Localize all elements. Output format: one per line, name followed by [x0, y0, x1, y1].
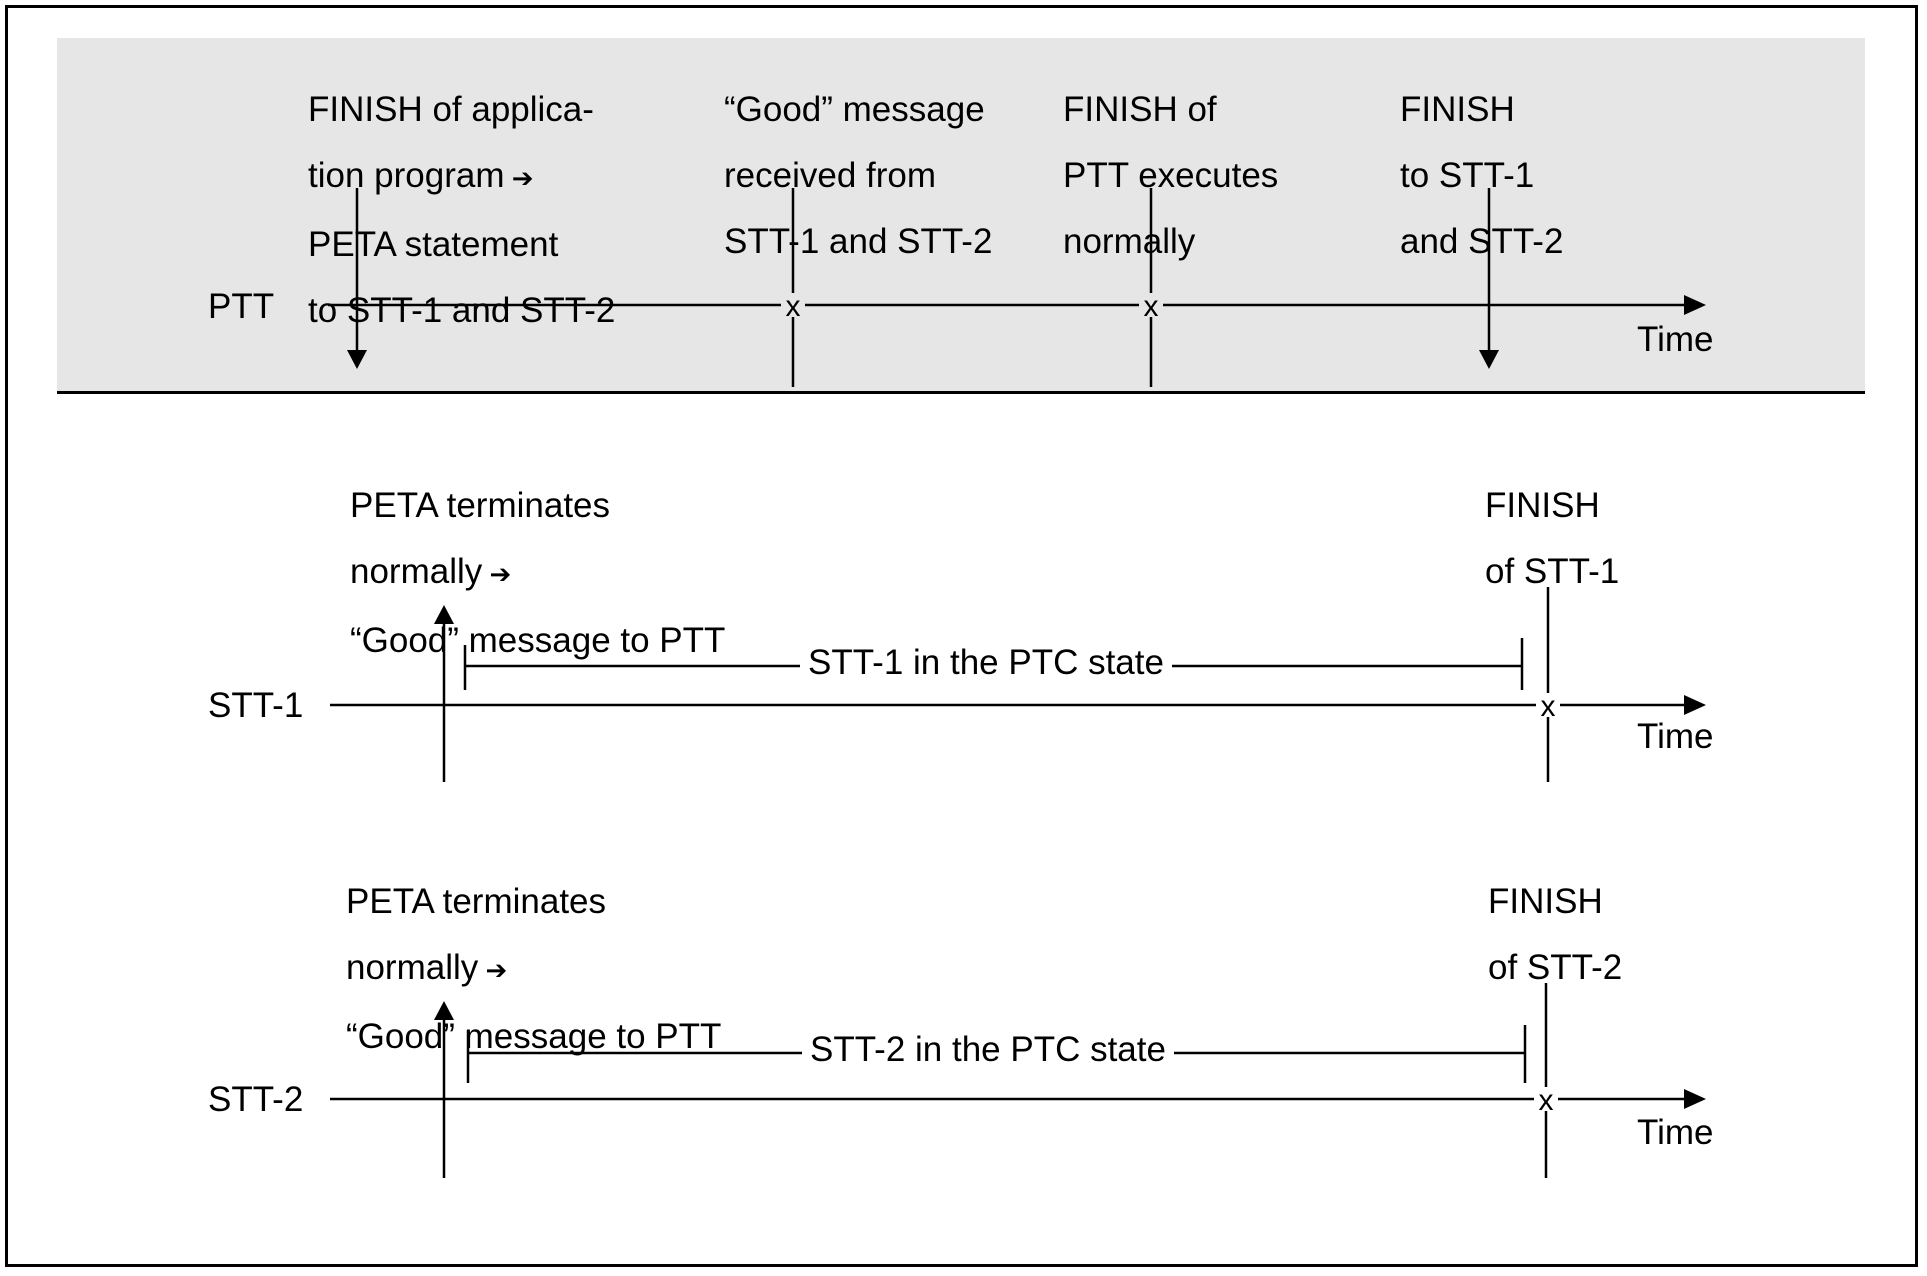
- stt2-row-label: STT-2: [208, 1080, 304, 1119]
- event-line: FINISH of: [1063, 90, 1217, 129]
- stt2-event-finish: FINISH of STT-2: [1488, 852, 1622, 1017]
- event-line: of STT-2: [1488, 948, 1623, 987]
- ptt-good-received-marker: x: [786, 290, 801, 323]
- event-line: “Good” message to PTT: [350, 621, 726, 660]
- ptt-finish-stt-arrowhead: [1479, 350, 1499, 369]
- stt2-time-arrowhead: [1684, 1089, 1706, 1109]
- ptt-panel: [57, 38, 1865, 393]
- stt1-time-label: Time: [1637, 717, 1714, 756]
- event-line: PETA terminates: [346, 882, 607, 921]
- panel-divider: [57, 391, 1865, 394]
- ptt-row-label: PTT: [208, 287, 275, 326]
- stt2-good-message-arrowhead: [434, 1001, 454, 1020]
- ptt-time-arrowhead: [1684, 295, 1706, 315]
- event-line: of STT-1: [1485, 552, 1620, 591]
- event-line: “Good” message: [724, 90, 985, 129]
- stt1-event-finish: FINISH of STT-1: [1485, 456, 1619, 621]
- event-line: FINISH: [1485, 486, 1600, 525]
- stt1-good-message-arrowhead: [434, 605, 454, 624]
- event-line: normally: [1063, 222, 1196, 261]
- stt2-event-peta-terminates: PETA terminates normally “Good” message …: [346, 852, 721, 1086]
- ptt-finish-app-arrowhead: [347, 350, 367, 369]
- event-line: PTT executes: [1063, 156, 1279, 195]
- ptt-event-good-received: “Good” message received from STT-1 and S…: [724, 60, 992, 291]
- event-line: received from: [724, 156, 937, 195]
- event-line: FINISH: [1400, 90, 1515, 129]
- event-line: to STT-1 and STT-2: [308, 291, 616, 330]
- stt2-time-label: Time: [1637, 1113, 1714, 1152]
- event-line: FINISH of applica-: [308, 90, 594, 129]
- ptt-event-finish-ptt: FINISH of PTT executes normally: [1063, 60, 1278, 291]
- ptt-event-finish-stt: FINISH to STT-1 and STT-2: [1400, 60, 1563, 291]
- ptt-event-finish-application: FINISH of applica- tion program PETA sta…: [308, 60, 615, 360]
- event-line: normally: [346, 950, 721, 987]
- event-line: STT-1 and STT-2: [724, 222, 993, 261]
- stt1-row-label: STT-1: [208, 686, 304, 725]
- event-line: PETA statement: [308, 225, 559, 264]
- event-line: “Good” message to PTT: [346, 1017, 722, 1056]
- stt1-finish-marker: x: [1541, 690, 1556, 723]
- ptt-time-label: Time: [1637, 320, 1714, 359]
- event-line: normally: [350, 554, 725, 591]
- event-line: FINISH: [1488, 882, 1603, 921]
- event-line: to STT-1: [1400, 156, 1535, 195]
- event-line: PETA terminates: [350, 486, 611, 525]
- event-line: tion program: [308, 158, 615, 195]
- stt1-ptc-state-label: STT-1 in the PTC state: [800, 645, 1172, 680]
- stt2-finish-marker: x: [1539, 1084, 1554, 1117]
- event-line: and STT-2: [1400, 222, 1564, 261]
- stt2-ptc-state-label: STT-2 in the PTC state: [802, 1032, 1174, 1067]
- ptt-finish-ptt-marker: x: [1144, 290, 1159, 323]
- stt1-time-arrowhead: [1684, 695, 1706, 715]
- stt1-event-peta-terminates: PETA terminates normally “Good” message …: [350, 456, 725, 690]
